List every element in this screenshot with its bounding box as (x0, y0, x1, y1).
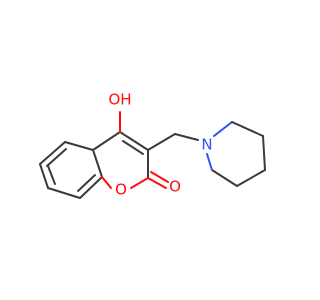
bond-carbonyl-1 (147, 177, 167, 189)
carbonyl-oxygen-label: O (169, 178, 181, 196)
bond-benzene-1 (39, 141, 66, 165)
pyranone-ring (92, 131, 149, 189)
molecule-structure: OH O O N (39, 91, 266, 199)
hydroxyl-label: OH (108, 91, 131, 109)
nitrogen-label: N (201, 136, 212, 154)
bond-c3-c4 (262, 135, 266, 171)
bond-o1-c8a (101, 176, 112, 189)
bond-benzene-3 (92, 149, 103, 178)
bond-benzene-double-1 (46, 148, 67, 167)
piperidine-ring (206, 121, 266, 187)
carbonyl-group (147, 171, 169, 189)
methylene-linker (147, 133, 199, 151)
bond-benzene-double-2 (77, 174, 96, 192)
bond-c4a-c4 (92, 131, 121, 151)
bond-n-c2 (213, 121, 233, 137)
bond-ch2-n (174, 133, 199, 141)
bond-carbonyl-2 (150, 171, 169, 183)
bond-c4-c5 (236, 169, 266, 187)
bond-benzene-5 (47, 187, 81, 199)
bond-c4-c3 (119, 131, 149, 151)
molecule-diagram: OH O O N (39, 91, 266, 199)
bond-benzene-6 (39, 163, 49, 189)
bond-c2-c3 (231, 121, 264, 137)
bond-benzene-double-3 (47, 165, 56, 185)
bond-benzene-4 (79, 176, 103, 199)
bond-c6-n (206, 153, 213, 171)
ring-oxygen-label: O (115, 181, 127, 199)
bond-c2-o1 (130, 177, 149, 189)
bond-c3-ch2 (147, 133, 176, 151)
bond-c5-c6 (211, 169, 238, 187)
benzene-ring (39, 141, 103, 199)
bond-c4-c3-double (122, 140, 144, 155)
bond-benzene-2 (64, 141, 94, 151)
